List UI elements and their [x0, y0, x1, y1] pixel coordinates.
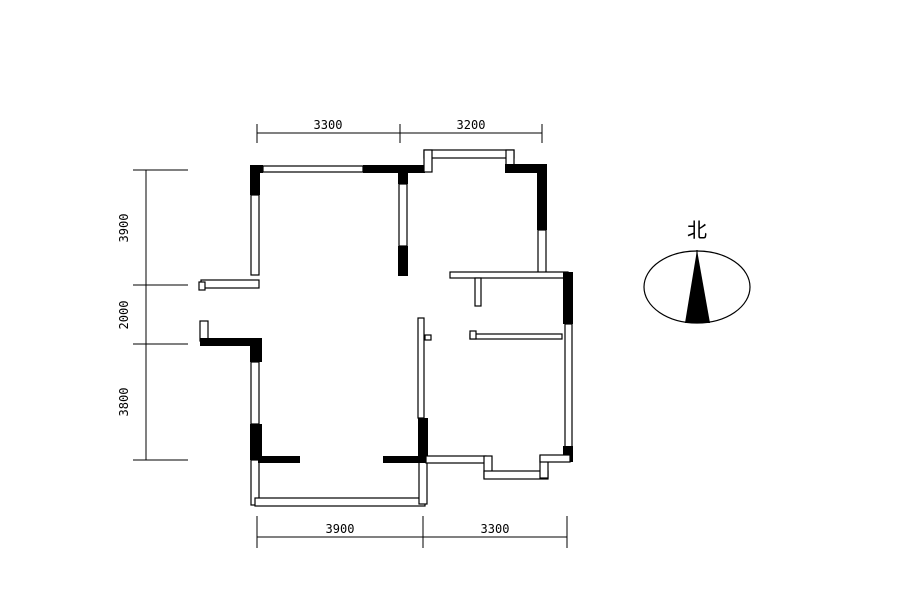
left-dim-2: 2000 — [117, 301, 131, 330]
walls — [198, 149, 573, 507]
left-dimension: 3900 2000 3800 — [117, 169, 188, 461]
top-dimension: 3300 3200 — [256, 118, 543, 143]
bottom-dimension: 3900 3300 — [256, 516, 568, 548]
north-label: 北 — [687, 218, 707, 242]
left-dim-1: 3900 — [117, 214, 131, 243]
bottom-dim-1: 3900 — [326, 522, 355, 536]
north-compass: 北 — [643, 218, 751, 324]
bottom-dim-2: 3300 — [481, 522, 510, 536]
left-dim-3: 3800 — [117, 388, 131, 417]
top-dim-2: 3200 — [457, 118, 486, 132]
top-dim-1: 3300 — [314, 118, 343, 132]
